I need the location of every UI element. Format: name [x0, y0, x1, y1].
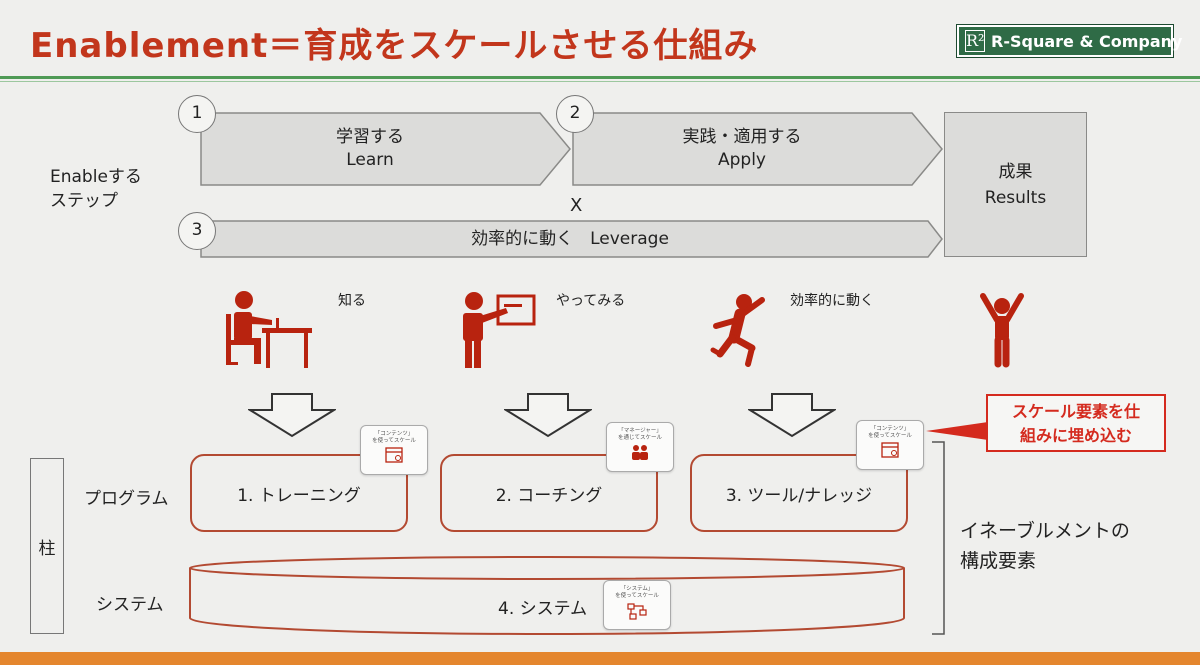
- logo-mark: R²: [965, 30, 985, 52]
- figure-label-try: やってみる: [556, 293, 626, 309]
- slide-title: Enablement＝育成をスケールさせる仕組み: [30, 26, 759, 66]
- pillar-label: 柱: [30, 458, 64, 634]
- down-arrow-3: [748, 393, 836, 438]
- components-bracket: [932, 441, 945, 635]
- title-divider-thin: [0, 81, 1200, 82]
- badge-system: 「システム」 を使ってスケール: [603, 580, 671, 630]
- system-cylinder: [189, 556, 905, 635]
- badge-content-tools: 「コンテンツ」 を使ってスケール: [856, 420, 924, 470]
- callout-pointer: [926, 422, 988, 440]
- document-icon: [385, 447, 403, 463]
- step-number-2: 2: [556, 95, 594, 133]
- system-label: 4. システム: [498, 599, 588, 619]
- figure-label-efficient: 効率的に動く: [790, 293, 874, 309]
- steps-label: Enableする ステップ: [50, 167, 142, 211]
- step-learn-text: 学習する Learn: [336, 127, 404, 170]
- title-divider: [0, 76, 1200, 79]
- down-arrow-1: [248, 393, 336, 438]
- program-coaching: 2. コーチング: [440, 454, 658, 532]
- step-apply-text: 実践・適用する Apply: [682, 127, 802, 170]
- program-training: 1. トレーニング: [190, 454, 408, 532]
- scale-callout: スケール要素を仕 組みに埋め込む: [986, 394, 1166, 452]
- badge-manager-coaching: 「マネージャー」 を通じてスケール: [606, 422, 674, 472]
- studying-person-icon: [226, 291, 312, 368]
- document-icon: [881, 442, 899, 458]
- down-arrow-2: [504, 393, 592, 438]
- step-leverage-text: 効率的に動く Leverage: [471, 229, 669, 249]
- program-tools-knowledge: 3. ツール/ナレッジ: [690, 454, 908, 532]
- people-icon: [632, 445, 648, 460]
- components-label: イネーブルメントの 構成要素: [960, 520, 1130, 572]
- company-logo: R² R-Square & Company: [956, 24, 1182, 58]
- figure-label-know: 知る: [338, 293, 366, 309]
- step-number-3: 3: [178, 212, 216, 250]
- step-arrow-apply: [572, 112, 943, 186]
- cheering-person-icon: [980, 293, 1024, 368]
- presenting-person-icon: [463, 292, 536, 368]
- running-person-icon: [710, 294, 765, 367]
- bottom-accent-bar: [0, 652, 1200, 665]
- row-label-system: システム: [96, 595, 164, 615]
- row-label-program: プログラム: [84, 489, 169, 509]
- badge-content-training: 「コンテンツ」 を使ってスケール: [360, 425, 428, 475]
- step-arrow-learn: [200, 112, 571, 186]
- step-arrow-leverage: [200, 220, 943, 258]
- flowchart-icon: [627, 603, 647, 620]
- times-symbol: X: [570, 195, 583, 216]
- logo-text: R-Square & Company: [991, 31, 1183, 51]
- step-number-1: 1: [178, 95, 216, 133]
- results-box: 成果 Results: [944, 112, 1087, 257]
